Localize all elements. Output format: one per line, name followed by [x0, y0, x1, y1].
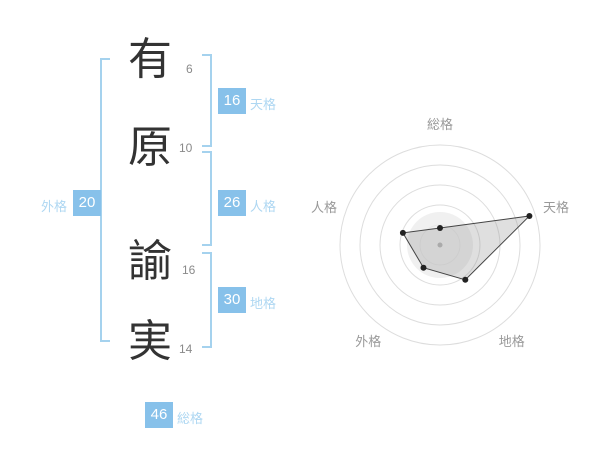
stroke-count-4: 14 — [179, 342, 193, 356]
gaikaku-label: 外格 — [41, 199, 68, 214]
radar-axis-label: 人格 — [311, 200, 337, 215]
radar-ring — [359, 164, 521, 326]
jinkaku-label: 人格 — [250, 199, 277, 214]
radar-axis-label: 外格 — [355, 334, 381, 349]
jinkaku-value-box: 26 — [218, 190, 246, 216]
soukaku-label: 総格 — [177, 411, 204, 426]
radar-ring — [399, 204, 481, 286]
radar-axis-label: 地格 — [499, 334, 525, 349]
name-char-3: 諭 — [128, 237, 172, 286]
radar-ring — [339, 144, 541, 346]
radar-data-point — [462, 276, 469, 283]
radar-axis-label: 総格 — [427, 117, 453, 132]
radar-axis-label: 天格 — [543, 200, 569, 215]
radar-data-point — [399, 229, 406, 236]
gaikaku-value-box: 20 — [73, 190, 101, 216]
tenkaku-bracket — [202, 54, 212, 147]
radar-data-point — [420, 264, 427, 271]
radar-center-dot — [437, 242, 443, 248]
stroke-count-2: 10 — [179, 141, 193, 155]
chikaku-bracket — [202, 252, 212, 348]
stroke-count-1: 6 — [186, 62, 193, 76]
radar-data-point — [526, 213, 533, 219]
gaikaku-bracket — [100, 58, 110, 342]
tenkaku-value-box: 16 — [218, 88, 246, 114]
chikaku-value-box: 30 — [218, 287, 246, 313]
stroke-count-3: 16 — [182, 263, 196, 277]
chikaku-label: 地格 — [250, 296, 277, 311]
radar-polygon — [402, 215, 531, 281]
tenkaku-label: 天格 — [250, 97, 277, 112]
jinkaku-bracket — [202, 151, 212, 246]
radar-data-point — [437, 225, 443, 231]
name-char-1: 有 — [128, 35, 172, 84]
name-char-2: 原 — [128, 123, 172, 172]
name-char-4: 実 — [128, 317, 172, 366]
soukaku-value-box: 46 — [145, 402, 173, 428]
